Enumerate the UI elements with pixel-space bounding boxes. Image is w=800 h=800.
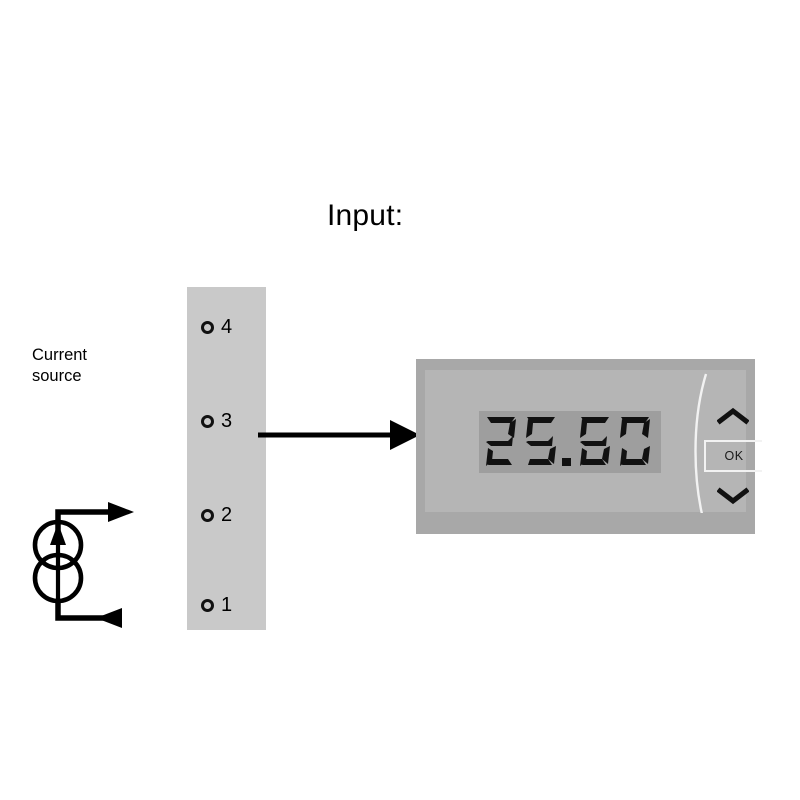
current-source-svg: [32, 502, 134, 628]
device-bottom-band: [416, 513, 755, 534]
chevron-down-icon: [717, 487, 749, 505]
current-source-label-line2: source: [32, 367, 82, 385]
terminal-label: 4: [221, 316, 233, 338]
terminal-dot-icon[interactable]: [201, 598, 214, 612]
measurement-device: OK: [416, 359, 762, 534]
terminal-dot-icon[interactable]: [201, 414, 214, 428]
source-top-arrowhead: [108, 502, 134, 522]
current-source-label: Current source: [32, 345, 87, 387]
source-bottom-arrowhead: [96, 608, 122, 628]
seven-segment-digit-5: [526, 417, 556, 465]
terminal-dot-icon[interactable]: [201, 320, 214, 334]
lcd-screen: [479, 411, 661, 473]
source-top-lead: [55, 509, 110, 545]
terminal-row[interactable]: 3: [201, 408, 232, 434]
terminal-row[interactable]: 2: [201, 502, 232, 528]
terminal-row[interactable]: 1: [201, 592, 232, 618]
chevron-up-icon: [717, 407, 749, 425]
down-button[interactable]: [704, 476, 762, 516]
ok-button[interactable]: OK: [704, 440, 762, 472]
seven-segment-digit-6: [580, 417, 610, 466]
seven-segment-digit-2: [486, 417, 516, 466]
device-face-panel: OK: [425, 370, 762, 531]
current-source-label-line1: Current: [32, 346, 88, 364]
up-button[interactable]: [704, 396, 762, 436]
terminal-dot-icon[interactable]: [201, 508, 214, 522]
seven-segment-decimal-point: [562, 458, 571, 466]
seven-segment-digit-0: [620, 417, 650, 466]
terminal-label: 1: [221, 594, 233, 616]
terminal-row[interactable]: 4: [201, 314, 232, 340]
lcd-value-display: [479, 411, 661, 473]
keypad-arc-line: [694, 373, 708, 531]
terminal-label: 3: [221, 410, 233, 432]
source-arrow-head: [50, 523, 66, 545]
terminal-block: 4 3 2 1: [187, 287, 266, 630]
connection-arrow-head: [390, 420, 420, 450]
connection-arrow: [258, 412, 428, 458]
page-title: Input:: [327, 199, 404, 232]
keypad-panel: OK: [692, 370, 764, 534]
connection-arrow-svg: [258, 420, 420, 450]
keypad-divider-arc: [694, 373, 708, 531]
ok-button-label: OK: [724, 449, 744, 463]
seven-segment-digits: [486, 417, 650, 466]
terminal-label: 2: [221, 504, 233, 526]
current-source-symbol: [10, 485, 140, 645]
